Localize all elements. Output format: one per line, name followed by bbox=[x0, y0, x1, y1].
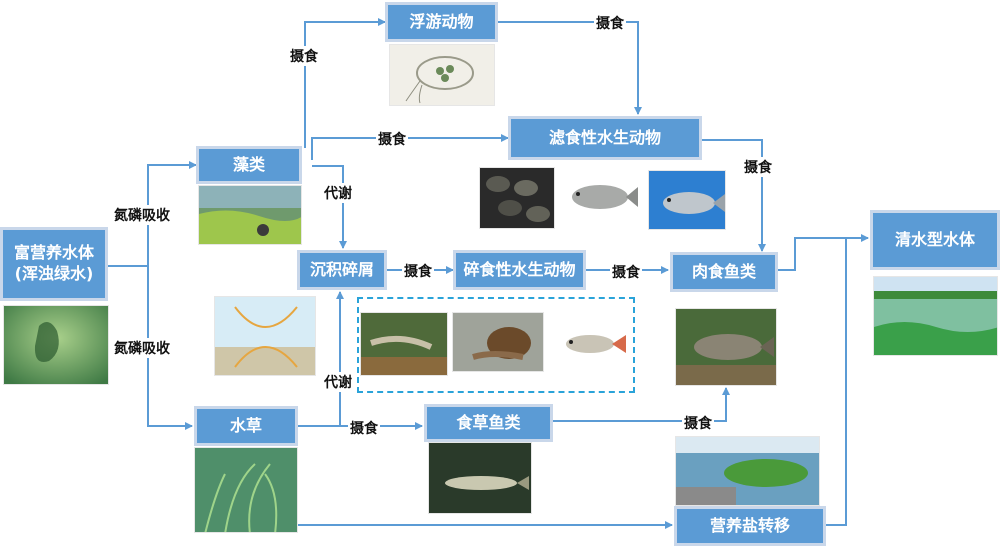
label-plants-to-herb: 摄食 bbox=[348, 418, 380, 438]
grass-fish-photo bbox=[428, 442, 532, 514]
label-algae-to-filter: 摄食 bbox=[376, 129, 408, 149]
node-filter-feeders: 滤食性水生动物 bbox=[508, 116, 702, 160]
label-plants-metabolism: 代谢 bbox=[322, 372, 354, 392]
node-eutrophic-water: 富营养水体 (浑浊绿水) bbox=[0, 227, 108, 301]
node-detritivores: 碎食性水生动物 bbox=[453, 250, 586, 290]
label-algae-metabolism: 代谢 bbox=[322, 183, 354, 203]
label-sed-to-detri: 摄食 bbox=[402, 261, 434, 281]
arrow-algae-to-sediment bbox=[312, 165, 347, 249]
clear-lake-photo bbox=[873, 276, 998, 356]
label-algae-to-zoo: 摄食 bbox=[288, 46, 320, 66]
arrow-carn-to-clear bbox=[778, 234, 869, 271]
label-np-absorb-plants: 氮磷吸收 bbox=[112, 338, 172, 358]
node-aquatic-plants: 水草 bbox=[194, 406, 298, 446]
arrow-algae-to-zoo bbox=[304, 18, 386, 148]
zooplankton-photo bbox=[389, 44, 495, 106]
node-nutrient-transfer: 营养盐转移 bbox=[674, 506, 826, 546]
snail-photo bbox=[452, 312, 544, 372]
label-herb-to-carn: 摄食 bbox=[682, 413, 714, 433]
mussels-photo bbox=[479, 167, 555, 229]
detritivore-examples-box bbox=[357, 297, 635, 393]
arrow-zoo-to-filter bbox=[498, 21, 642, 115]
carnivorous-fish-photo bbox=[675, 308, 777, 386]
floating-wetland-photo bbox=[675, 436, 820, 506]
arrow-eutrophic-to-plants bbox=[147, 266, 193, 430]
sediment-diagram bbox=[214, 296, 316, 376]
aquatic-grass-photo bbox=[194, 447, 298, 533]
shrimp-photo bbox=[360, 312, 448, 376]
label-filter-to-carn: 摄食 bbox=[742, 157, 774, 177]
silver-carp-photo bbox=[560, 170, 640, 224]
node-herbivorous-fish: 食草鱼类 bbox=[424, 404, 553, 442]
bighead-carp-photo bbox=[648, 170, 726, 230]
algae-bloom-photo bbox=[198, 185, 302, 245]
label-zoo-to-filter: 摄食 bbox=[594, 13, 626, 33]
node-clear-water: 清水型水体 bbox=[870, 210, 1000, 270]
label-detri-to-carn: 摄食 bbox=[610, 262, 642, 282]
node-algae: 藻类 bbox=[196, 146, 302, 184]
green-water-photo bbox=[3, 305, 109, 385]
node-carnivorous-fish: 肉食鱼类 bbox=[670, 252, 778, 292]
arrow-nutrient-to-clear bbox=[826, 238, 847, 526]
arrow-algae-to-filter bbox=[311, 134, 509, 160]
label-np-absorb-algae: 氮磷吸收 bbox=[112, 205, 172, 225]
node-sediment: 沉积碎屑 bbox=[297, 250, 387, 290]
arrow-herb-to-carn bbox=[553, 387, 730, 422]
arrow-filter-to-carn bbox=[702, 139, 766, 252]
node-zooplankton: 浮游动物 bbox=[385, 2, 498, 42]
small-fish-photo bbox=[554, 318, 630, 368]
